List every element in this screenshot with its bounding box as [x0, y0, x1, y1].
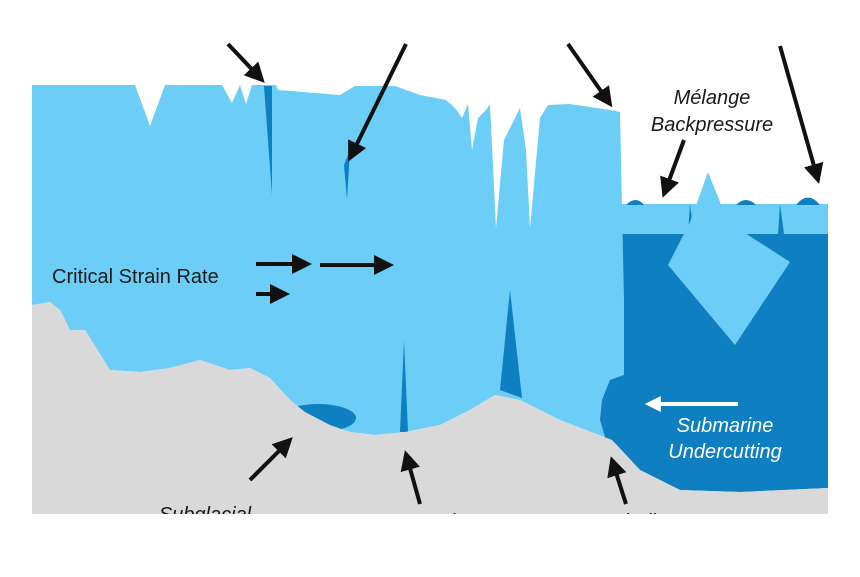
- label-melange-line2: Backpressure: [651, 114, 773, 136]
- arrow-melange-bump: [778, 45, 824, 184]
- crevasse-basal-1: [400, 340, 408, 432]
- arrow-surface-crevasse: [226, 42, 265, 83]
- crevasse-surface-2: [344, 150, 350, 200]
- annotation-arrows: [226, 42, 824, 505]
- iceberg: [668, 172, 790, 345]
- crevasse-basal-2: [500, 290, 522, 398]
- label-basal-partial: Basal: [405, 511, 456, 533]
- arrow-grounding: [607, 456, 628, 505]
- glacier-ice: [32, 85, 624, 440]
- label-submarine-line1: Submarine: [677, 415, 774, 437]
- arrow-basal: [400, 450, 422, 505]
- label-critical-strain-rate: Critical Strain Rate: [52, 266, 219, 288]
- arrow-subglacial: [248, 437, 293, 482]
- label-grounding-partial: Grinding: [602, 511, 678, 533]
- label-subglacial-partial: Subglacial: [159, 504, 252, 526]
- arrow-melange: [660, 139, 686, 198]
- arrow-crevasse-2: [348, 43, 408, 162]
- melange-bumps: [626, 197, 820, 205]
- arrow-terminus: [566, 42, 613, 108]
- bedrock: [32, 302, 828, 514]
- undercut-notch: [600, 375, 624, 445]
- crevasse-surface-1: [264, 86, 272, 195]
- label-melange-line1: Mélange: [674, 87, 751, 109]
- label-submarine-line2: Undercutting: [668, 441, 781, 463]
